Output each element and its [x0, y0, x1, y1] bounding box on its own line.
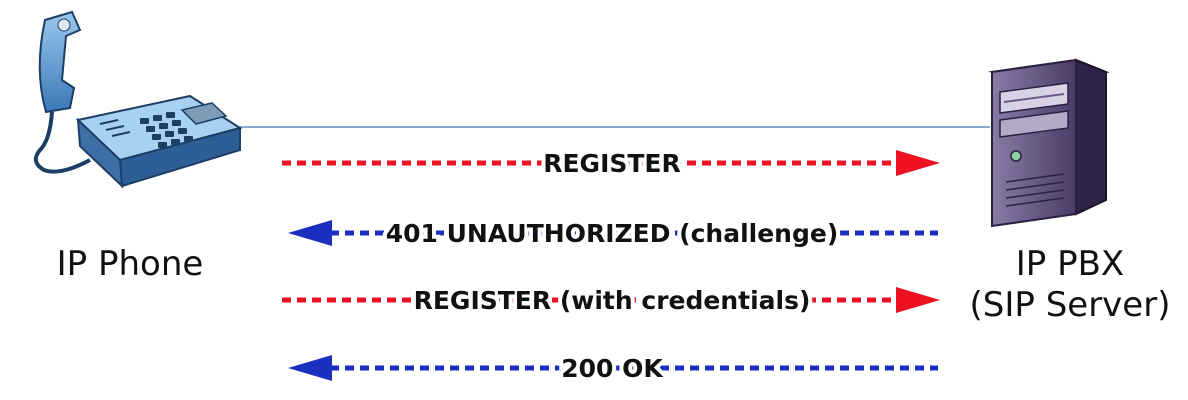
arrowhead-right-icon — [896, 287, 940, 313]
ip-pbx-label-line1: IP PBX — [1015, 244, 1125, 284]
message-arrow-200-ok: 200 OK — [288, 350, 938, 387]
message-label: REGISTER — [543, 149, 681, 178]
message-arrow-register-credentials: REGISTER (with credentials) — [282, 282, 940, 319]
ip-pbx-label-line2: (SIP Server) — [969, 284, 1171, 325]
message-label: 401 UNAUTHORIZED (challenge) — [386, 219, 839, 248]
ip-pbx-label: IP PBX (SIP Server) — [955, 244, 1185, 326]
message-label: REGISTER (with credentials) — [414, 286, 811, 315]
ip-phone-icon — [33, 10, 243, 189]
arrowhead-left-icon — [288, 355, 332, 381]
arrowhead-right-icon — [896, 150, 940, 176]
message-arrow-register: REGISTER — [282, 145, 940, 182]
message-label: 200 OK — [561, 354, 664, 383]
message-arrow-401-unauthorized: 401 UNAUTHORIZED (challenge) — [288, 215, 938, 252]
server-tower-icon — [988, 58, 1110, 228]
arrowhead-left-icon — [288, 220, 332, 246]
ip-phone-label: IP Phone — [56, 244, 204, 284]
